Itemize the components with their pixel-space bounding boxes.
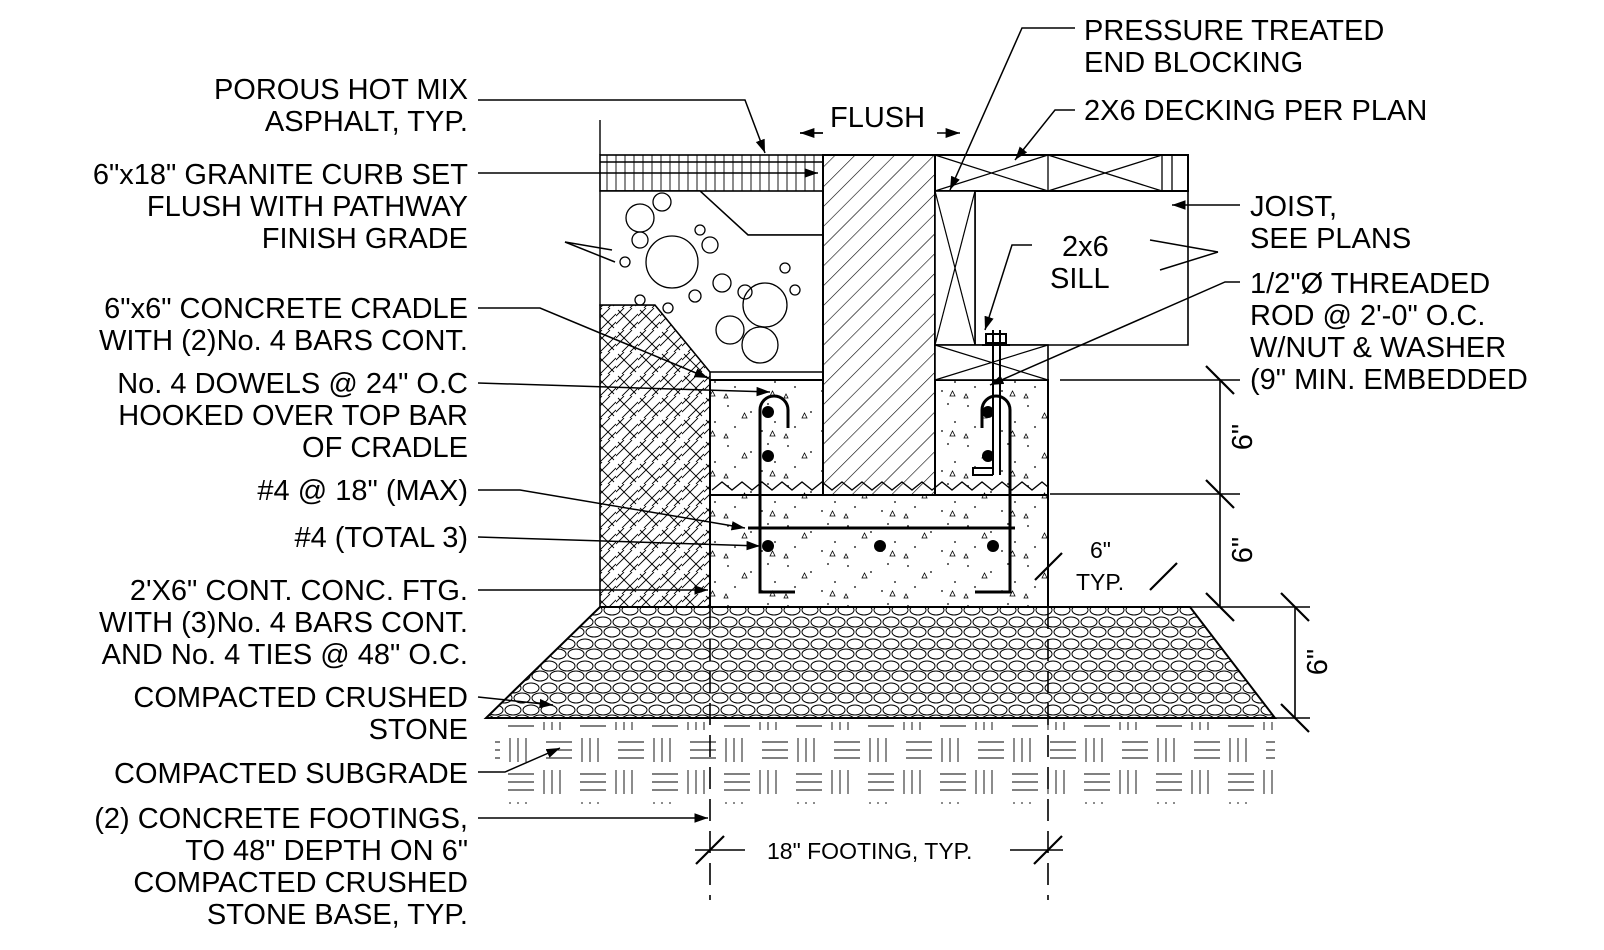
aggregate-stones: [619, 192, 801, 364]
label-crushed-stone-2: STONE: [369, 714, 468, 746]
structure: [483, 120, 1278, 900]
dim-6in-upper: 6": [1227, 424, 1259, 450]
label-dowels-3: OF CRADLE: [302, 432, 468, 464]
dim-6in-typ-1: 6": [1090, 537, 1111, 563]
label-footings-2: TO 48" DEPTH ON 6": [185, 835, 468, 867]
label-asphalt-1: POROUS HOT MIX: [214, 74, 468, 106]
dim-footing-width: 18" FOOTING, TYP.: [767, 838, 972, 864]
leader-lines: [477, 27, 1240, 823]
label-end-blocking-1: PRESSURE TREATED: [1084, 15, 1384, 47]
label-subgrade: COMPACTED SUBGRADE: [114, 758, 468, 790]
rebar-bars: [762, 406, 999, 552]
label-cradle-2: WITH (2)No. 4 BARS CONT.: [99, 325, 468, 357]
dim-6in-typ-2: TYP.: [1076, 569, 1124, 595]
label-curb-2: FLUSH WITH PATHWAY: [147, 191, 468, 223]
label-end-blocking-2: END BLOCKING: [1084, 47, 1303, 79]
callout-labels-right: PRESSURE TREATED END BLOCKING 2X6 DECKIN…: [1050, 15, 1528, 396]
label-sill-2: SILL: [1050, 263, 1110, 295]
label-footing-2: WITH (3)No. 4 BARS CONT.: [99, 607, 468, 639]
label-footings-3: COMPACTED CRUSHED: [133, 867, 468, 899]
decking: [934, 154, 1189, 192]
label-curb-1: 6"x18" GRANITE CURB SET: [93, 159, 468, 191]
label-footing-1: 2'X6" CONT. CONC. FTG.: [130, 575, 468, 607]
label-rod-1: 1/2"Ø THREADED: [1250, 268, 1490, 300]
label-joist-1: JOIST,: [1250, 191, 1337, 223]
label-footings-4: STONE BASE, TYP.: [207, 899, 468, 931]
compacted-subgrade: [495, 722, 1275, 804]
label-crushed-stone-1: COMPACTED CRUSHED: [133, 682, 468, 714]
label-rod-4: (9" MIN. EMBEDDED: [1250, 364, 1528, 396]
label-footings-1: (2) CONCRETE FOOTINGS,: [94, 803, 468, 835]
dim-flush: FLUSH: [830, 102, 925, 134]
compacted-crushed-stone: [483, 606, 1278, 719]
granite-curb: [822, 154, 936, 496]
label-footing-3: AND No. 4 TIES @ 48" O.C.: [102, 639, 468, 671]
pour-joint: [711, 481, 1049, 491]
label-dowels-1: No. 4 DOWELS @ 24" O.C: [117, 368, 468, 400]
label-cradle-1: 6"x6" CONCRETE CRADLE: [104, 293, 468, 325]
label-dowels-2: HOOKED OVER TOP BAR: [118, 400, 468, 432]
rebar-ties: [748, 394, 1015, 594]
label-rod-3: W/NUT & WASHER: [1250, 332, 1506, 364]
callout-labels: POROUS HOT MIX ASPHALT, TYP. 6"x18" GRAN…: [93, 74, 468, 931]
dimension-labels: FLUSH 6" 6" 6" 6" TYP. 18" FOOTING, TYP.: [767, 102, 1334, 864]
label-rod-2: ROD @ 2'-0" O.C.: [1250, 300, 1485, 332]
dim-6in-middle: 6": [1227, 537, 1259, 563]
label-decking: 2X6 DECKING PER PLAN: [1084, 95, 1427, 127]
label-sill-1: 2x6: [1062, 231, 1109, 263]
dimension-lines: [695, 127, 1310, 865]
threaded-rod: [972, 330, 1010, 476]
label-joist-2: SEE PLANS: [1250, 223, 1411, 255]
label-rebar-total: #4 (TOTAL 3): [294, 522, 468, 554]
label-curb-3: FINISH GRADE: [262, 223, 468, 255]
label-rebar-max: #4 @ 18" (MAX): [257, 475, 468, 507]
dim-6in-stone: 6": [1302, 649, 1334, 675]
label-asphalt-2: ASPHALT, TYP.: [265, 106, 468, 138]
